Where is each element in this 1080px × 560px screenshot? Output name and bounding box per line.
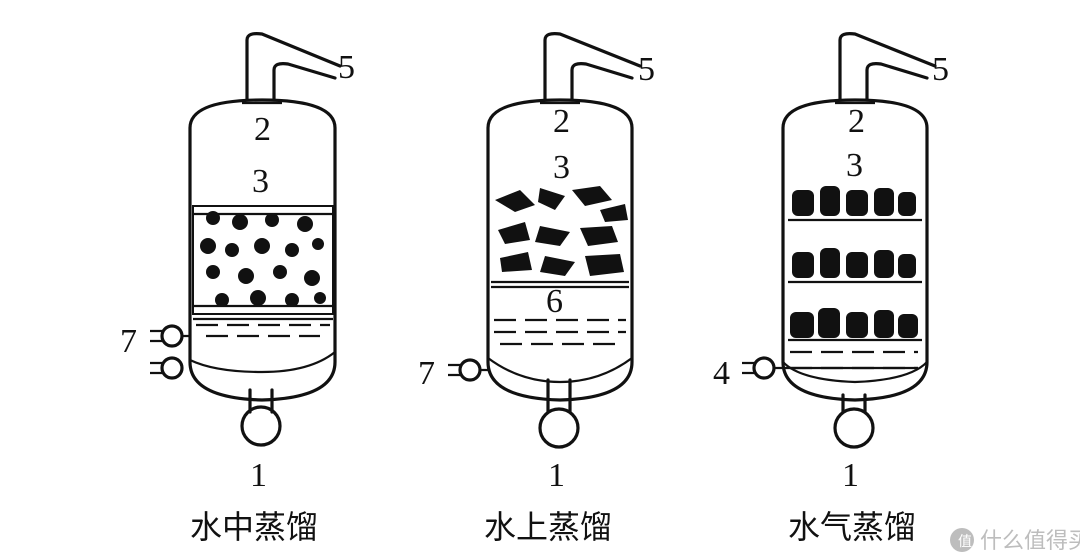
vessel-2-label-outlet: 5 [638,51,655,88]
vessel-3-caption: 水气蒸馏 [788,508,916,546]
vessel-2-label-grid: 6 [546,283,563,320]
vessel-1-inlet-upper-pipe [150,329,190,343]
vessel-3-drain-valve [833,407,875,449]
vessel-3-label-space: 3 [846,147,863,184]
vessel-1-inlet-upper [160,324,184,348]
vessel-2-grid-plate [491,280,629,289]
vessel-1-charge-frame [192,205,334,315]
watermark-logo-glyph: 值 [958,534,972,550]
vessel-3-label-top: 2 [848,103,865,140]
vessel-3-steam-pipe [742,361,918,375]
vessel-1-inlet-lower [160,356,184,380]
vessel-1-label-space: 3 [252,163,269,200]
vessel-1-label-outlet: 5 [338,49,355,86]
vessel-2-caption: 水上蒸馏 [484,508,612,546]
vessel-3-inner-curve [782,361,928,384]
vessel-1-inner-curve [189,351,336,374]
vessel-1-drain-valve [240,405,282,447]
vessel-3-label-bottom: 1 [842,457,859,494]
vessel-1-label-top: 2 [254,111,271,148]
vessel-steam-distillation [742,32,937,449]
vessel-1-caption: 水中蒸馏 [190,508,318,546]
watermark: 值 什么值得买 [950,528,1080,554]
vessel-1-body [188,98,337,402]
vessel-3-label-outlet: 5 [932,51,949,88]
watermark-text: 什么值得买 [980,529,1080,554]
vessel-2-label-space: 3 [553,149,570,186]
vessel-2-inlet [458,358,482,382]
vessel-2-inner-curve [487,357,633,384]
vessel-2-drain-valve [538,407,580,449]
vessel-3-steam-inlet [752,356,776,380]
watermark-logo-icon [950,528,974,552]
vessel-2-plant-material [495,186,628,276]
vessel-3-body [781,98,929,402]
vessel-2-body [486,98,634,402]
vessel-2-outlet-pipe [543,32,642,102]
vessel-3-outlet-pipe [838,32,937,102]
vessel-3-label-inlet: 4 [713,355,730,392]
vessel-1-outlet-pipe [245,32,342,102]
vessel-2-label-inlet: 7 [418,355,435,392]
vessel-1-plant-material [200,211,326,307]
vessel-2-inlet-pipe [448,363,490,377]
vessel-1-label-inlet: 7 [120,323,137,360]
vessel-1-bottom-pipe [248,388,274,414]
vessel-3-plant-material [790,186,918,338]
vessel-1-inlet-lower-pipe [150,361,162,375]
vessel-3-bottom-pipe [841,393,867,414]
vessel-water-distillation [150,32,342,447]
vessel-2-label-bottom: 1 [548,457,565,494]
vessel-1-label-bottom: 1 [250,457,267,494]
vessel-water-above-distillation [448,32,642,449]
vessel-2-bottom-pipe [546,378,572,414]
vessel-2-label-top: 2 [553,103,570,140]
